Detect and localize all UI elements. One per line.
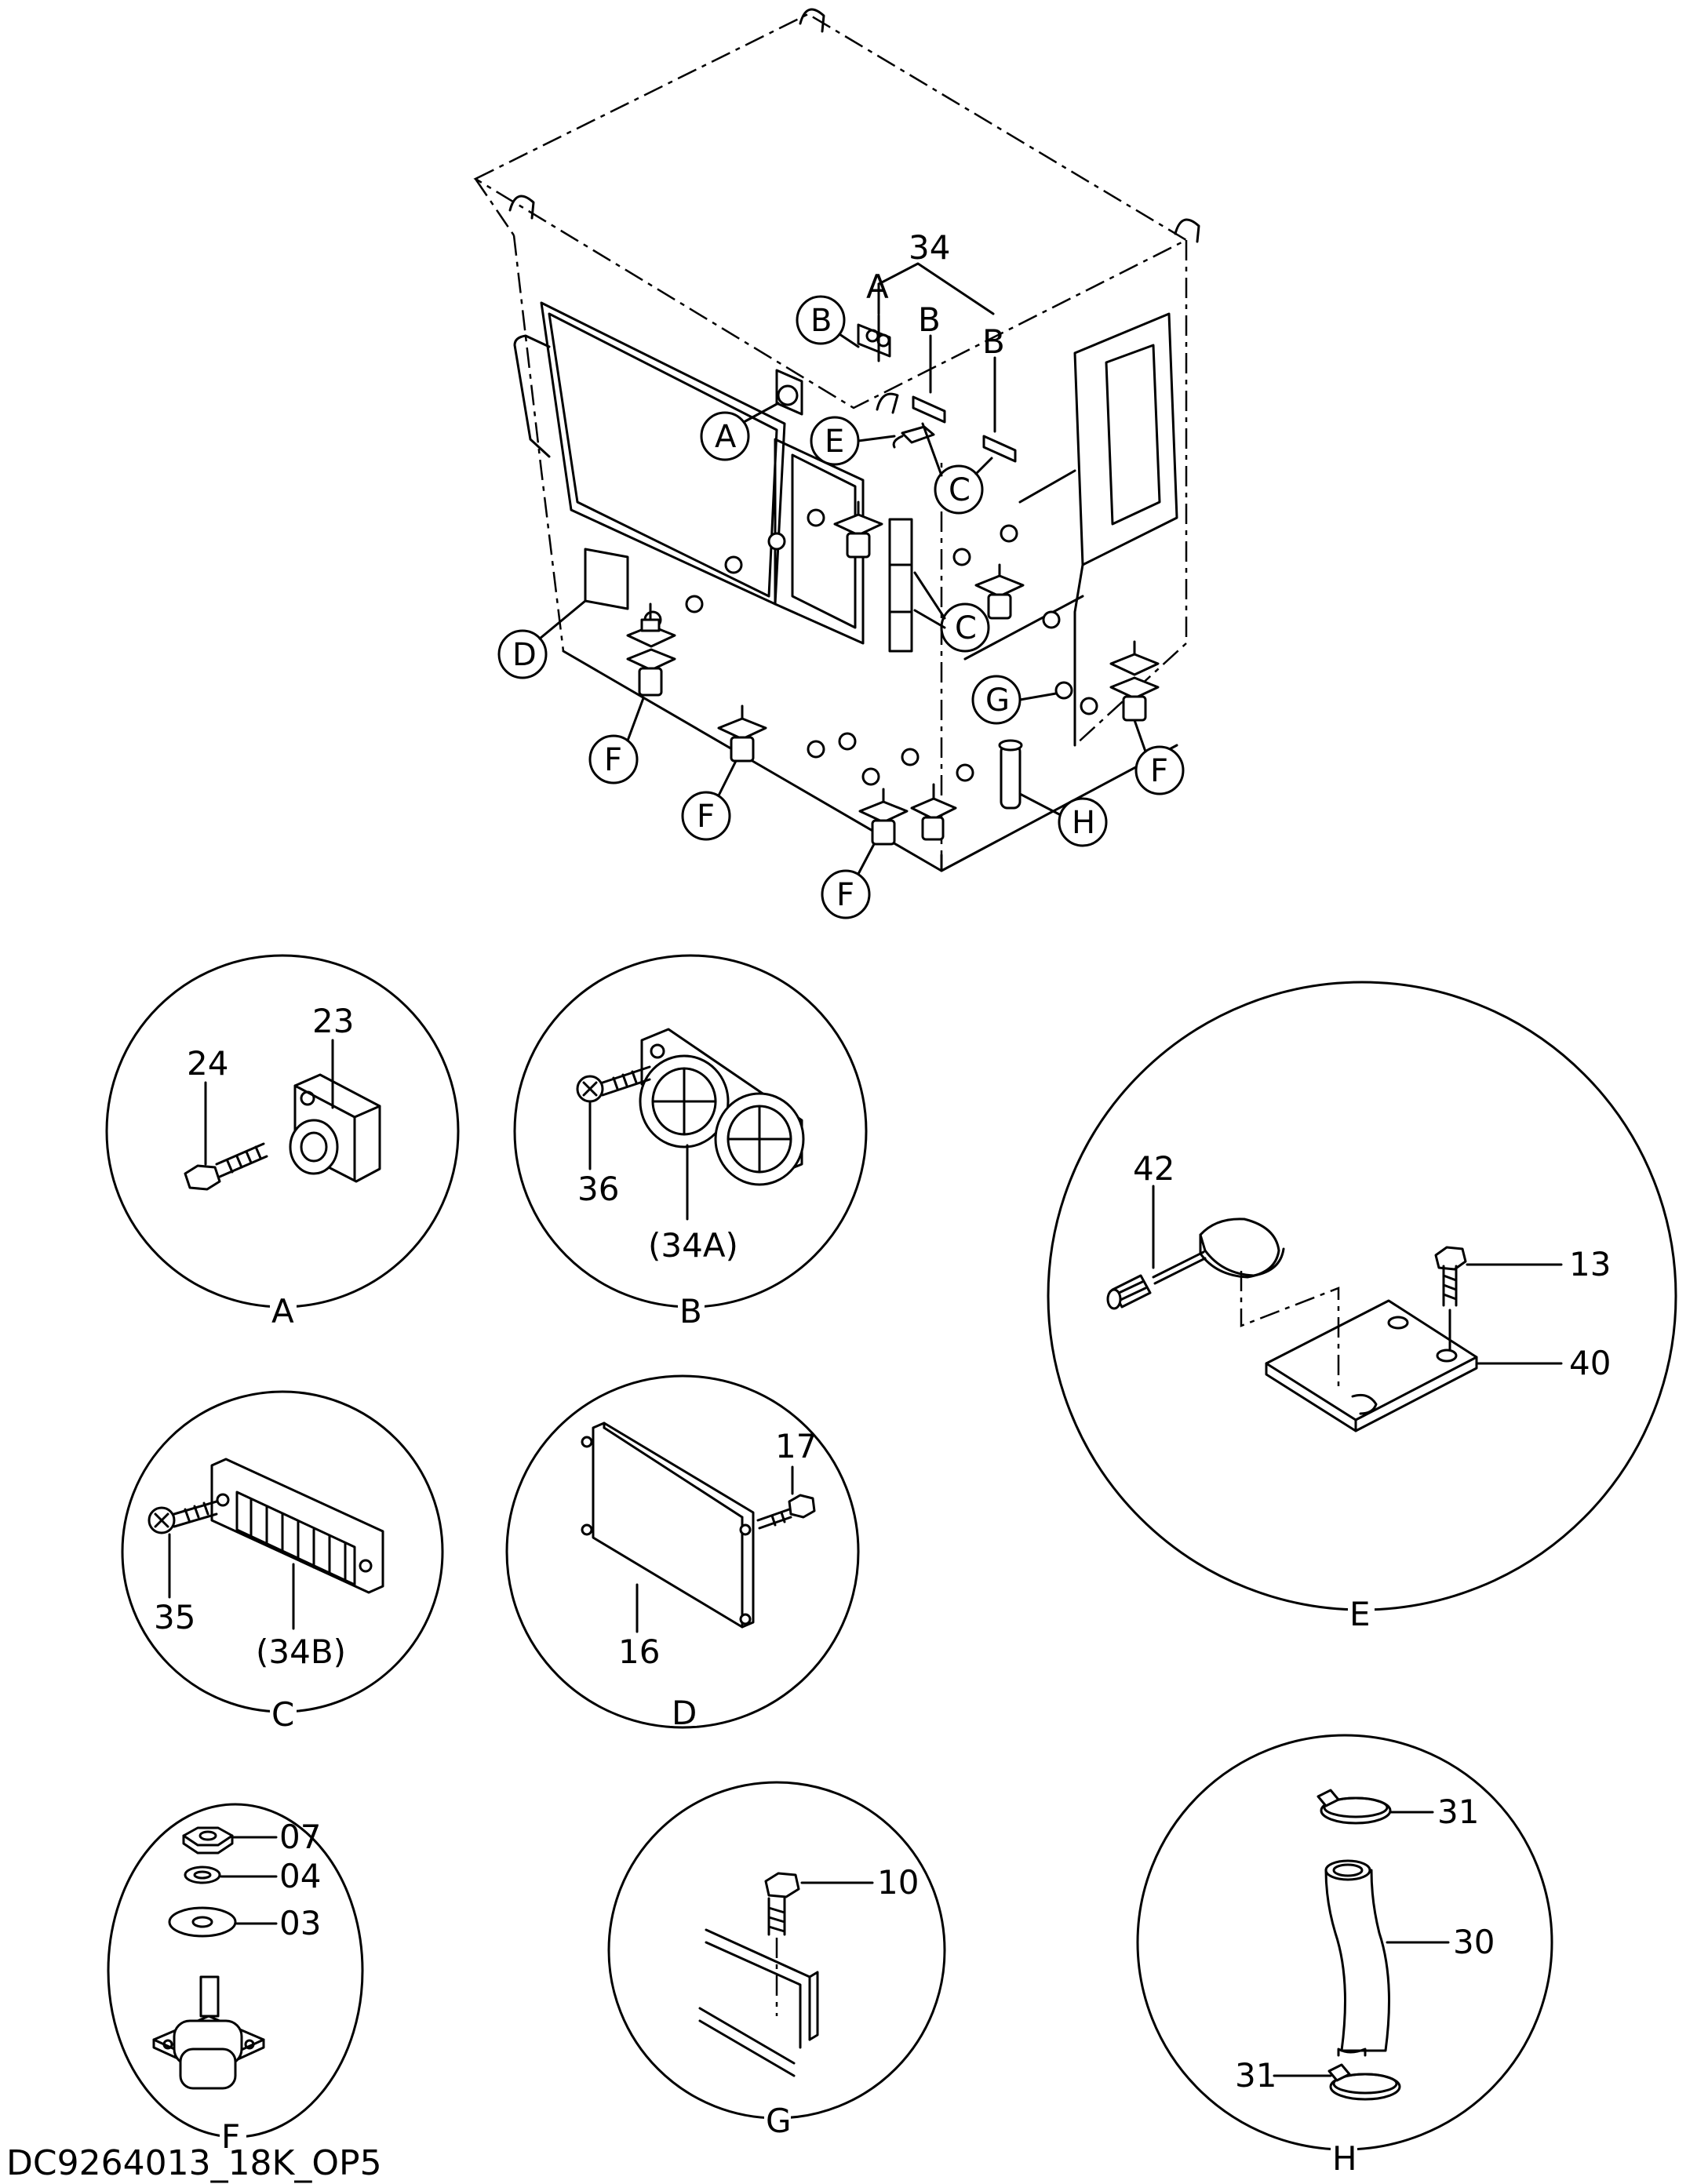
detail-c: C 35 (34B) [121, 1390, 444, 1734]
vent-b2 [982, 435, 1017, 463]
detail-b-letter: B [679, 1292, 702, 1330]
rubber-mounts [626, 500, 1160, 846]
part-34b: (34B) [256, 1633, 346, 1671]
document-code: DC9264013_18K_OP5 [6, 2143, 382, 2183]
callout-f-left: F [588, 697, 645, 784]
vent-b1 [912, 395, 946, 424]
svg-text:E: E [825, 424, 844, 460]
callout-c-top: C [921, 422, 993, 515]
callout-d: D [497, 599, 587, 679]
detail-g: G 10 [607, 1781, 946, 2140]
detail-b: B 36 (34A) [513, 954, 868, 1330]
detail-e-letter: E [1349, 1595, 1371, 1633]
part-40: 40 [1569, 1344, 1611, 1382]
floor-bosses [643, 508, 1098, 786]
part-42: 42 [1133, 1149, 1174, 1188]
detail-d: D 17 16 [505, 1374, 860, 1732]
part-04: 04 [279, 1857, 321, 1895]
group-label: 34 [909, 228, 950, 267]
detail-f: F 07 04 03 [107, 1803, 364, 2156]
svg-text:H: H [1072, 805, 1095, 841]
detail-e: E 42 13 40 [1047, 981, 1677, 1633]
detail-d-letter: D [672, 1694, 697, 1732]
group-letter-a: A [866, 268, 889, 306]
part-23: 23 [312, 1002, 354, 1040]
detail-a: A 24 23 [105, 954, 460, 1330]
part-36: 36 [577, 1170, 619, 1208]
svg-text:C: C [949, 472, 971, 508]
svg-text:C: C [955, 610, 977, 646]
bracket [775, 369, 803, 416]
detail-f-letter: F [221, 2117, 240, 2156]
callout-b: B [796, 295, 860, 348]
callout-f-right: F [1133, 719, 1185, 795]
svg-text:F: F [604, 742, 622, 778]
callout-h: H [1018, 792, 1108, 847]
part-34a: (34A) [648, 1226, 738, 1265]
part-31-bottom: 31 [1235, 2056, 1276, 2095]
part-10: 10 [877, 1863, 919, 1902]
callout-c-mid: C [913, 571, 990, 653]
part-30: 30 [1453, 1923, 1495, 1961]
part-24: 24 [187, 1044, 228, 1083]
svg-text:F: F [697, 799, 715, 835]
cab-overview: 34 A B B B A E C [473, 8, 1200, 919]
controller-unit [584, 548, 629, 610]
svg-text:D: D [512, 637, 537, 673]
svg-text:F: F [1150, 753, 1168, 789]
callout-a: A [700, 402, 780, 461]
svg-text:F: F [836, 877, 854, 913]
part-31-top: 31 [1437, 1793, 1479, 1831]
part-35: 35 [154, 1598, 195, 1636]
detail-a-letter: A [271, 1292, 294, 1330]
svg-text:B: B [810, 303, 832, 339]
detail-c-letter: C [271, 1695, 294, 1734]
detail-h: H 31 30 31 [1136, 1734, 1553, 2178]
callout-f-mid: F [681, 759, 737, 841]
callout-f-bottom: F [821, 843, 876, 919]
detail-h-letter: H [1332, 2139, 1357, 2178]
part-16: 16 [618, 1633, 660, 1671]
svg-text:A: A [715, 419, 737, 455]
group-letter-b2: B [982, 322, 1005, 361]
part-17: 17 [775, 1427, 817, 1465]
part-07: 07 [279, 1818, 321, 1856]
part-03: 03 [279, 1904, 321, 1942]
vent-c-stack [888, 518, 913, 653]
detail-g-letter: G [766, 2102, 792, 2140]
callout-e: E [810, 416, 896, 466]
callout-g: G [971, 675, 1058, 725]
part-13: 13 [1569, 1245, 1611, 1283]
svg-text:G: G [985, 682, 1010, 719]
drain-hose [1000, 744, 1022, 810]
group-letter-b1: B [918, 300, 941, 339]
